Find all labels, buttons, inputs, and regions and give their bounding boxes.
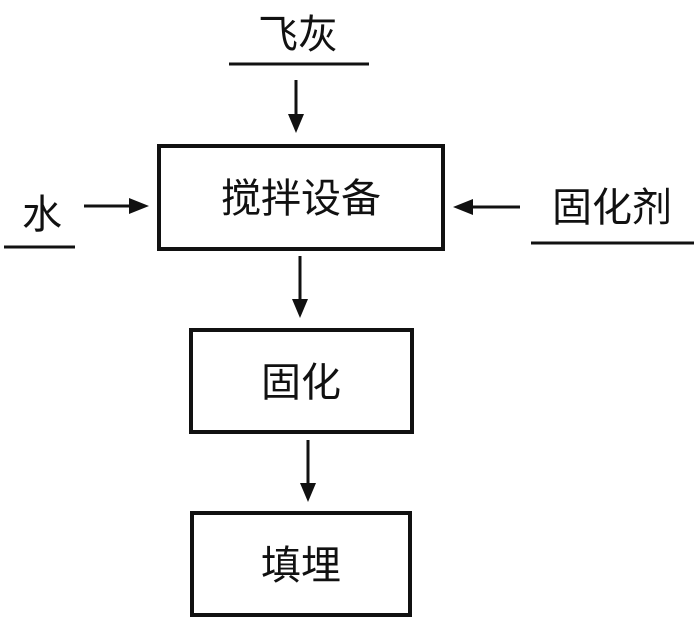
curing-agent-label: 固化剂 — [552, 185, 672, 231]
landfill-label: 填埋 — [261, 543, 341, 589]
mixing-equipment-label: 搅拌设备 — [221, 176, 381, 222]
arrow-mixer-to-solidification — [292, 256, 308, 318]
input-curing-agent: 固化剂 — [531, 185, 694, 245]
input-water: 水 — [4, 192, 75, 249]
arrow-fly-ash-to-mixer — [288, 80, 304, 133]
arrow-water-to-mixer — [84, 198, 149, 214]
water-label: 水 — [22, 192, 62, 238]
landfill-box: 填埋 — [190, 511, 412, 617]
fly-ash-label: 飞灰 — [258, 12, 338, 58]
arrow-curing-agent-to-mixer — [453, 199, 520, 215]
solidification-box: 固化 — [189, 328, 414, 434]
input-fly-ash: 飞灰 — [229, 12, 369, 66]
mixing-equipment-box: 搅拌设备 — [157, 144, 445, 251]
solidification-label: 固化 — [261, 360, 341, 406]
arrow-solidification-to-landfill — [300, 440, 316, 502]
